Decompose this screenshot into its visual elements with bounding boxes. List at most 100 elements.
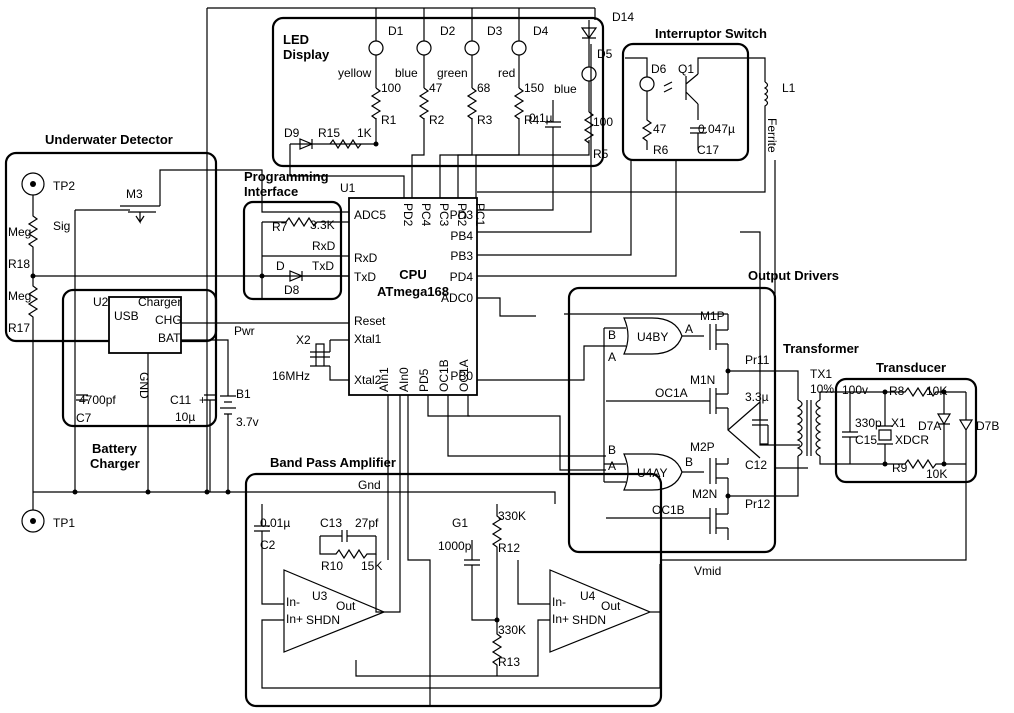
r17-label: R17	[8, 321, 30, 335]
led-d2-color: blue	[395, 66, 418, 80]
u4ay-in-b: B	[608, 443, 616, 457]
pin-pc2: PC2	[455, 203, 469, 227]
r10-value: 15K	[361, 559, 382, 573]
cpu-part: ATmega168	[377, 284, 449, 299]
r12-value: 330K	[498, 509, 526, 523]
r2-ref: R2	[429, 113, 445, 127]
u4by-out-a: A	[685, 322, 693, 336]
d6-label: D6	[651, 62, 667, 76]
mosfet-m1n-icon	[709, 388, 728, 414]
u3-shdn: SHDN	[306, 613, 340, 627]
u4by-label: U4BY	[637, 330, 668, 344]
g1-label: G1	[452, 516, 468, 530]
m1n-label: M1N	[690, 373, 715, 387]
meg1-label: Meg	[8, 225, 31, 239]
u4-in-minus: In-	[552, 595, 566, 609]
c11-plus: +	[199, 393, 206, 407]
r6-label: R6	[653, 143, 669, 157]
m2p-label: M2P	[690, 440, 715, 454]
bat-label: BAT	[158, 331, 181, 345]
led-d6-icon	[639, 76, 655, 92]
u3-out: Out	[336, 599, 356, 613]
battery-charger-box	[61, 288, 218, 428]
led-display-title-2: Display	[283, 47, 330, 62]
pin-adc5: ADC5	[354, 208, 386, 222]
r10-label: R10	[321, 559, 343, 573]
pwr-label: Pwr	[234, 324, 255, 338]
r9-value: 10K	[926, 467, 947, 481]
u4ay-label: U4AY	[637, 466, 667, 480]
u2-label: U2	[93, 295, 109, 309]
r6-value: 47	[653, 122, 667, 136]
r2-value: 47	[429, 81, 443, 95]
cpu-name: CPU	[399, 267, 426, 282]
c13-value: 27pf	[355, 516, 379, 530]
r15-value: 1K	[357, 126, 372, 140]
band-pass-amplifier-title: Band Pass Amplifier	[270, 455, 396, 470]
pin-adc0: ADC0	[441, 291, 473, 305]
r3-value: 68	[477, 81, 491, 95]
u4-in-plus: In+	[552, 612, 569, 626]
r8-value: 10K	[926, 384, 947, 398]
oc1a-label: OC1A	[655, 386, 688, 400]
sig-label: Sig	[53, 219, 70, 233]
pin-pd2: PD2	[401, 203, 415, 227]
led-d3-color: green	[437, 66, 468, 80]
c13-label: C13	[320, 516, 342, 530]
pin-pd5: PD5	[417, 368, 431, 392]
interruptor-switch-box	[621, 42, 750, 162]
c12-label: C12	[745, 458, 767, 472]
led-d5-color: blue	[554, 82, 577, 96]
tp1-label: TP1	[53, 516, 75, 530]
band-pass-amplifier-box	[244, 472, 663, 708]
transformer-tx1	[796, 391, 850, 465]
transistor-q1-icon	[685, 73, 699, 105]
oc1b-label: OC1B	[652, 503, 685, 517]
transformer-title: Transformer	[783, 341, 859, 356]
r7-label: R7	[272, 220, 288, 234]
tp2-label: TP2	[53, 179, 75, 193]
programming-interface-title-2: Interface	[244, 184, 298, 199]
u4ay-out-b: B	[685, 455, 693, 469]
tx1-label: TX1	[810, 367, 832, 381]
crystal-x2	[310, 339, 349, 381]
led-d1-ref: D1	[388, 24, 404, 38]
chg-label: CHG	[155, 313, 182, 327]
pin-ain0: AIn0	[397, 367, 411, 392]
programming-interface-title-1: Programming	[244, 169, 329, 184]
pin-ain1: AIn1	[377, 367, 391, 392]
r1-value: 100	[381, 81, 401, 95]
programming-interface-circuit	[261, 216, 349, 300]
pin-pd4: PD4	[450, 270, 474, 284]
pin-pd3: PD3	[450, 208, 474, 222]
led-display-box	[271, 16, 605, 168]
battery-charger-title-2: Charger	[90, 456, 140, 471]
pin-pc1: PC1	[473, 203, 487, 227]
m1p-label: M1P	[700, 309, 725, 323]
cpu-ref: U1	[340, 181, 356, 195]
pin-pb0: PB0	[450, 369, 473, 383]
pin-oc1a: OC1A	[457, 359, 471, 392]
u3-in-minus: In-	[286, 595, 300, 609]
r3-ref: R3	[477, 113, 493, 127]
led-d3-ref: D3	[487, 24, 503, 38]
x1-label: X1	[891, 416, 906, 430]
mosfet-m3-icon	[120, 205, 160, 224]
mosfet-m1p-icon	[709, 324, 728, 350]
interruptor-switch-title: Interruptor Switch	[655, 26, 767, 41]
d14-label: D14	[612, 10, 634, 24]
gate-u4ay-icon	[623, 453, 683, 491]
u4-label: U4	[580, 589, 596, 603]
band-pass-amplifier-circuit	[254, 395, 661, 705]
led-array	[289, 8, 598, 211]
r4-value: 150	[524, 81, 544, 95]
ferrite-label: Ferrite	[765, 118, 779, 153]
d7b-label: D7B	[976, 419, 999, 433]
u4by-in-b: B	[608, 328, 616, 342]
usb-label: USB	[114, 309, 139, 323]
led-d5-ref: D5	[597, 47, 613, 61]
r15-label: R15	[318, 126, 340, 140]
pin-pc4: PC4	[419, 203, 433, 227]
led-d1-icon	[368, 40, 384, 56]
